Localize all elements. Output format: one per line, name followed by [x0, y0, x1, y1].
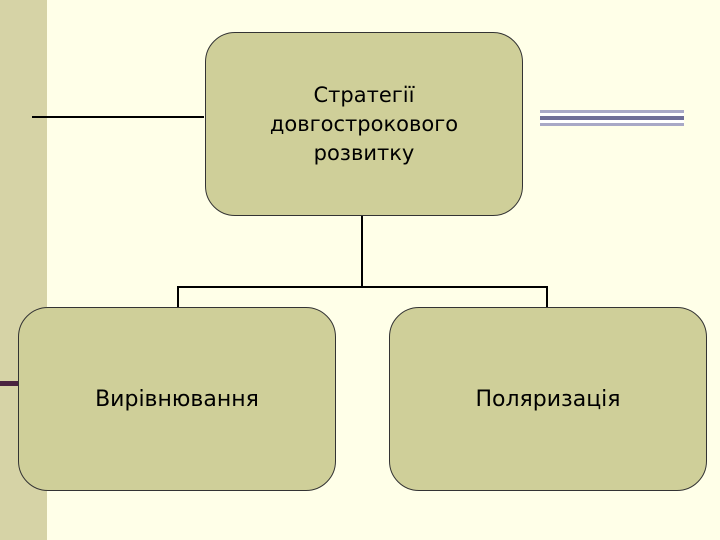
- left-header-rule: [32, 116, 204, 118]
- root-node-long-term-strategies: Стратегії довгострокового розвитку: [205, 32, 523, 216]
- root-node-label: Стратегії довгострокового розвитку: [269, 82, 459, 165]
- connector-left-drop: [177, 286, 179, 307]
- child-node-polarization: Поляризація: [389, 307, 707, 491]
- connector-horizontal-bar: [177, 286, 548, 288]
- child-node-label-polarization: Поляризація: [475, 386, 621, 412]
- child-node-label-alignment: Вирівнювання: [95, 386, 259, 412]
- child-node-alignment: Вирівнювання: [18, 307, 336, 491]
- right-header-rule: [540, 110, 684, 126]
- connector-right-drop: [546, 286, 548, 307]
- connector-root-stem: [361, 216, 363, 287]
- left-accent-bar: [0, 381, 20, 386]
